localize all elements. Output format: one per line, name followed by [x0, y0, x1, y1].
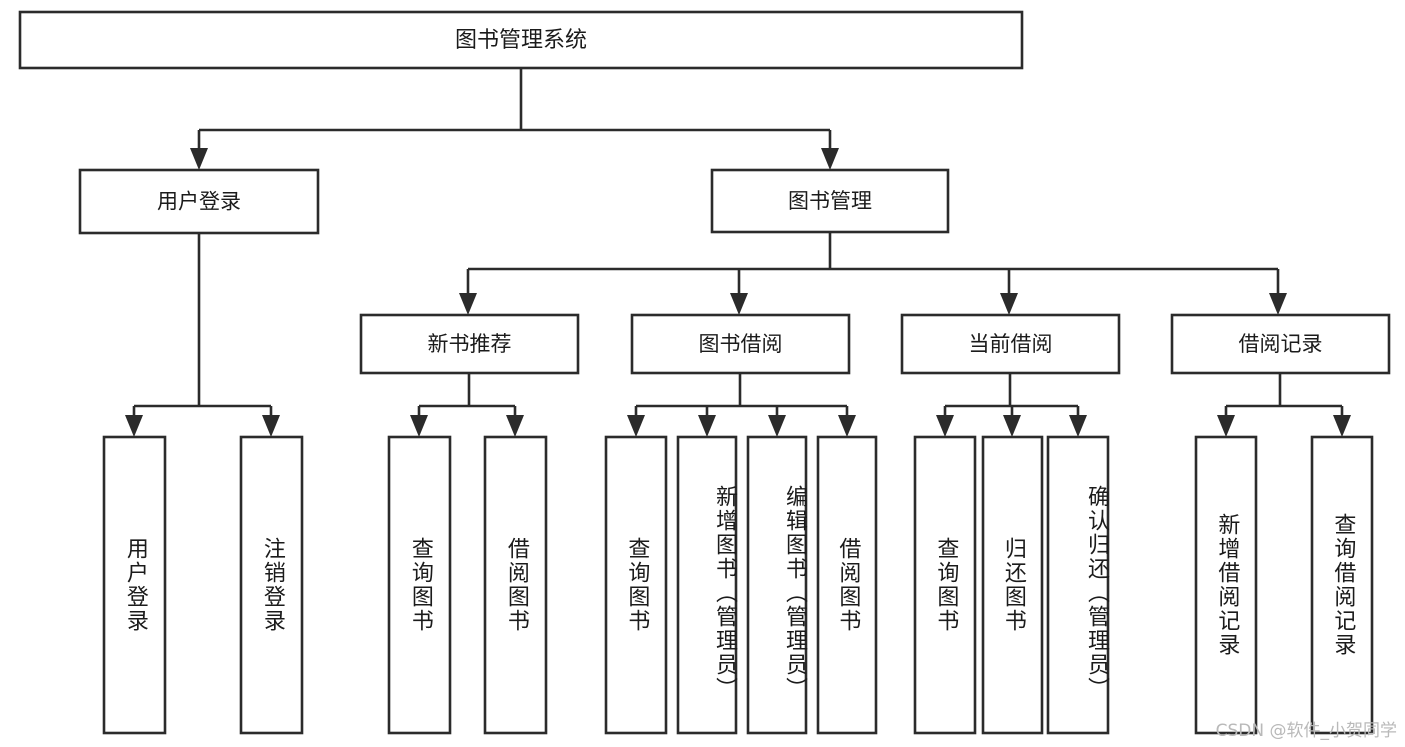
node-new-book-rec-box[interactable]	[359, 313, 580, 375]
node-leaf-logout-box[interactable]	[239, 435, 304, 735]
arrowhead-group-0-child-0	[125, 415, 143, 437]
arrowhead-group-1-child-1	[506, 415, 524, 437]
node-leaf-add-book-box[interactable]	[676, 435, 738, 735]
node-leaf-user-login-box[interactable]	[102, 435, 167, 735]
csdn-watermark: CSDN @软件_小贺同学	[1215, 721, 1397, 741]
node-root-label: 图书管理系统	[455, 28, 587, 53]
node-book-manage-box[interactable]	[710, 168, 950, 234]
node-root-box[interactable]	[18, 10, 1024, 70]
arrowhead-group-4-child-0	[1217, 415, 1235, 437]
node-leaf-confirm-return-box[interactable]	[1046, 435, 1110, 735]
arrowhead-root-child-1	[821, 148, 839, 170]
arrowhead-group-0-child-1	[262, 415, 280, 437]
connector-layer	[125, 68, 1351, 437]
node-new-book-rec-label: 新书推荐	[428, 332, 512, 356]
arrowhead-group-1-child-0	[410, 415, 428, 437]
node-user-login-box[interactable]	[78, 168, 320, 235]
node-leaf-query-book-2-box[interactable]	[604, 435, 668, 735]
node-current-borrow-label: 当前借阅	[969, 332, 1053, 356]
arrowhead-level2-child-2	[1000, 293, 1018, 315]
node-leaf-edit-book-box[interactable]	[746, 435, 808, 735]
node-leaf-add-record-box[interactable]	[1194, 435, 1258, 735]
arrowhead-group-2-child-2	[768, 415, 786, 437]
node-leaf-query-book-1-box[interactable]	[387, 435, 452, 735]
node-current-borrow-box[interactable]	[900, 313, 1121, 375]
node-borrow-record-label: 借阅记录	[1239, 332, 1323, 356]
arrowhead-level2-child-1	[730, 293, 748, 315]
node-book-borrow-box[interactable]	[630, 313, 851, 375]
node-leaf-return-book-box[interactable]	[981, 435, 1044, 735]
arrowhead-group-3-child-0	[936, 415, 954, 437]
node-borrow-record-box[interactable]	[1170, 313, 1391, 375]
arrowhead-group-2-child-3	[838, 415, 856, 437]
arrowhead-group-2-child-1	[698, 415, 716, 437]
node-user-login-label: 用户登录	[157, 190, 241, 214]
node-leaf-query-book-3-box[interactable]	[913, 435, 977, 735]
arrowhead-level2-child-0	[459, 293, 477, 315]
arrowhead-group-3-child-1	[1003, 415, 1021, 437]
arrowhead-group-2-child-0	[627, 415, 645, 437]
node-leaf-borrow-book-2-box[interactable]	[816, 435, 878, 735]
node-box-layer	[18, 10, 1391, 735]
node-book-manage-label: 图书管理	[788, 189, 872, 213]
node-book-borrow-label: 图书借阅	[699, 332, 783, 356]
arrowhead-group-3-child-2	[1069, 415, 1087, 437]
arrowhead-level2-child-3	[1269, 293, 1287, 315]
node-leaf-borrow-book-1-box[interactable]	[483, 435, 548, 735]
arrowhead-group-4-child-1	[1333, 415, 1351, 437]
node-leaf-query-record-box[interactable]	[1310, 435, 1374, 735]
arrowhead-root-child-0	[190, 148, 208, 170]
